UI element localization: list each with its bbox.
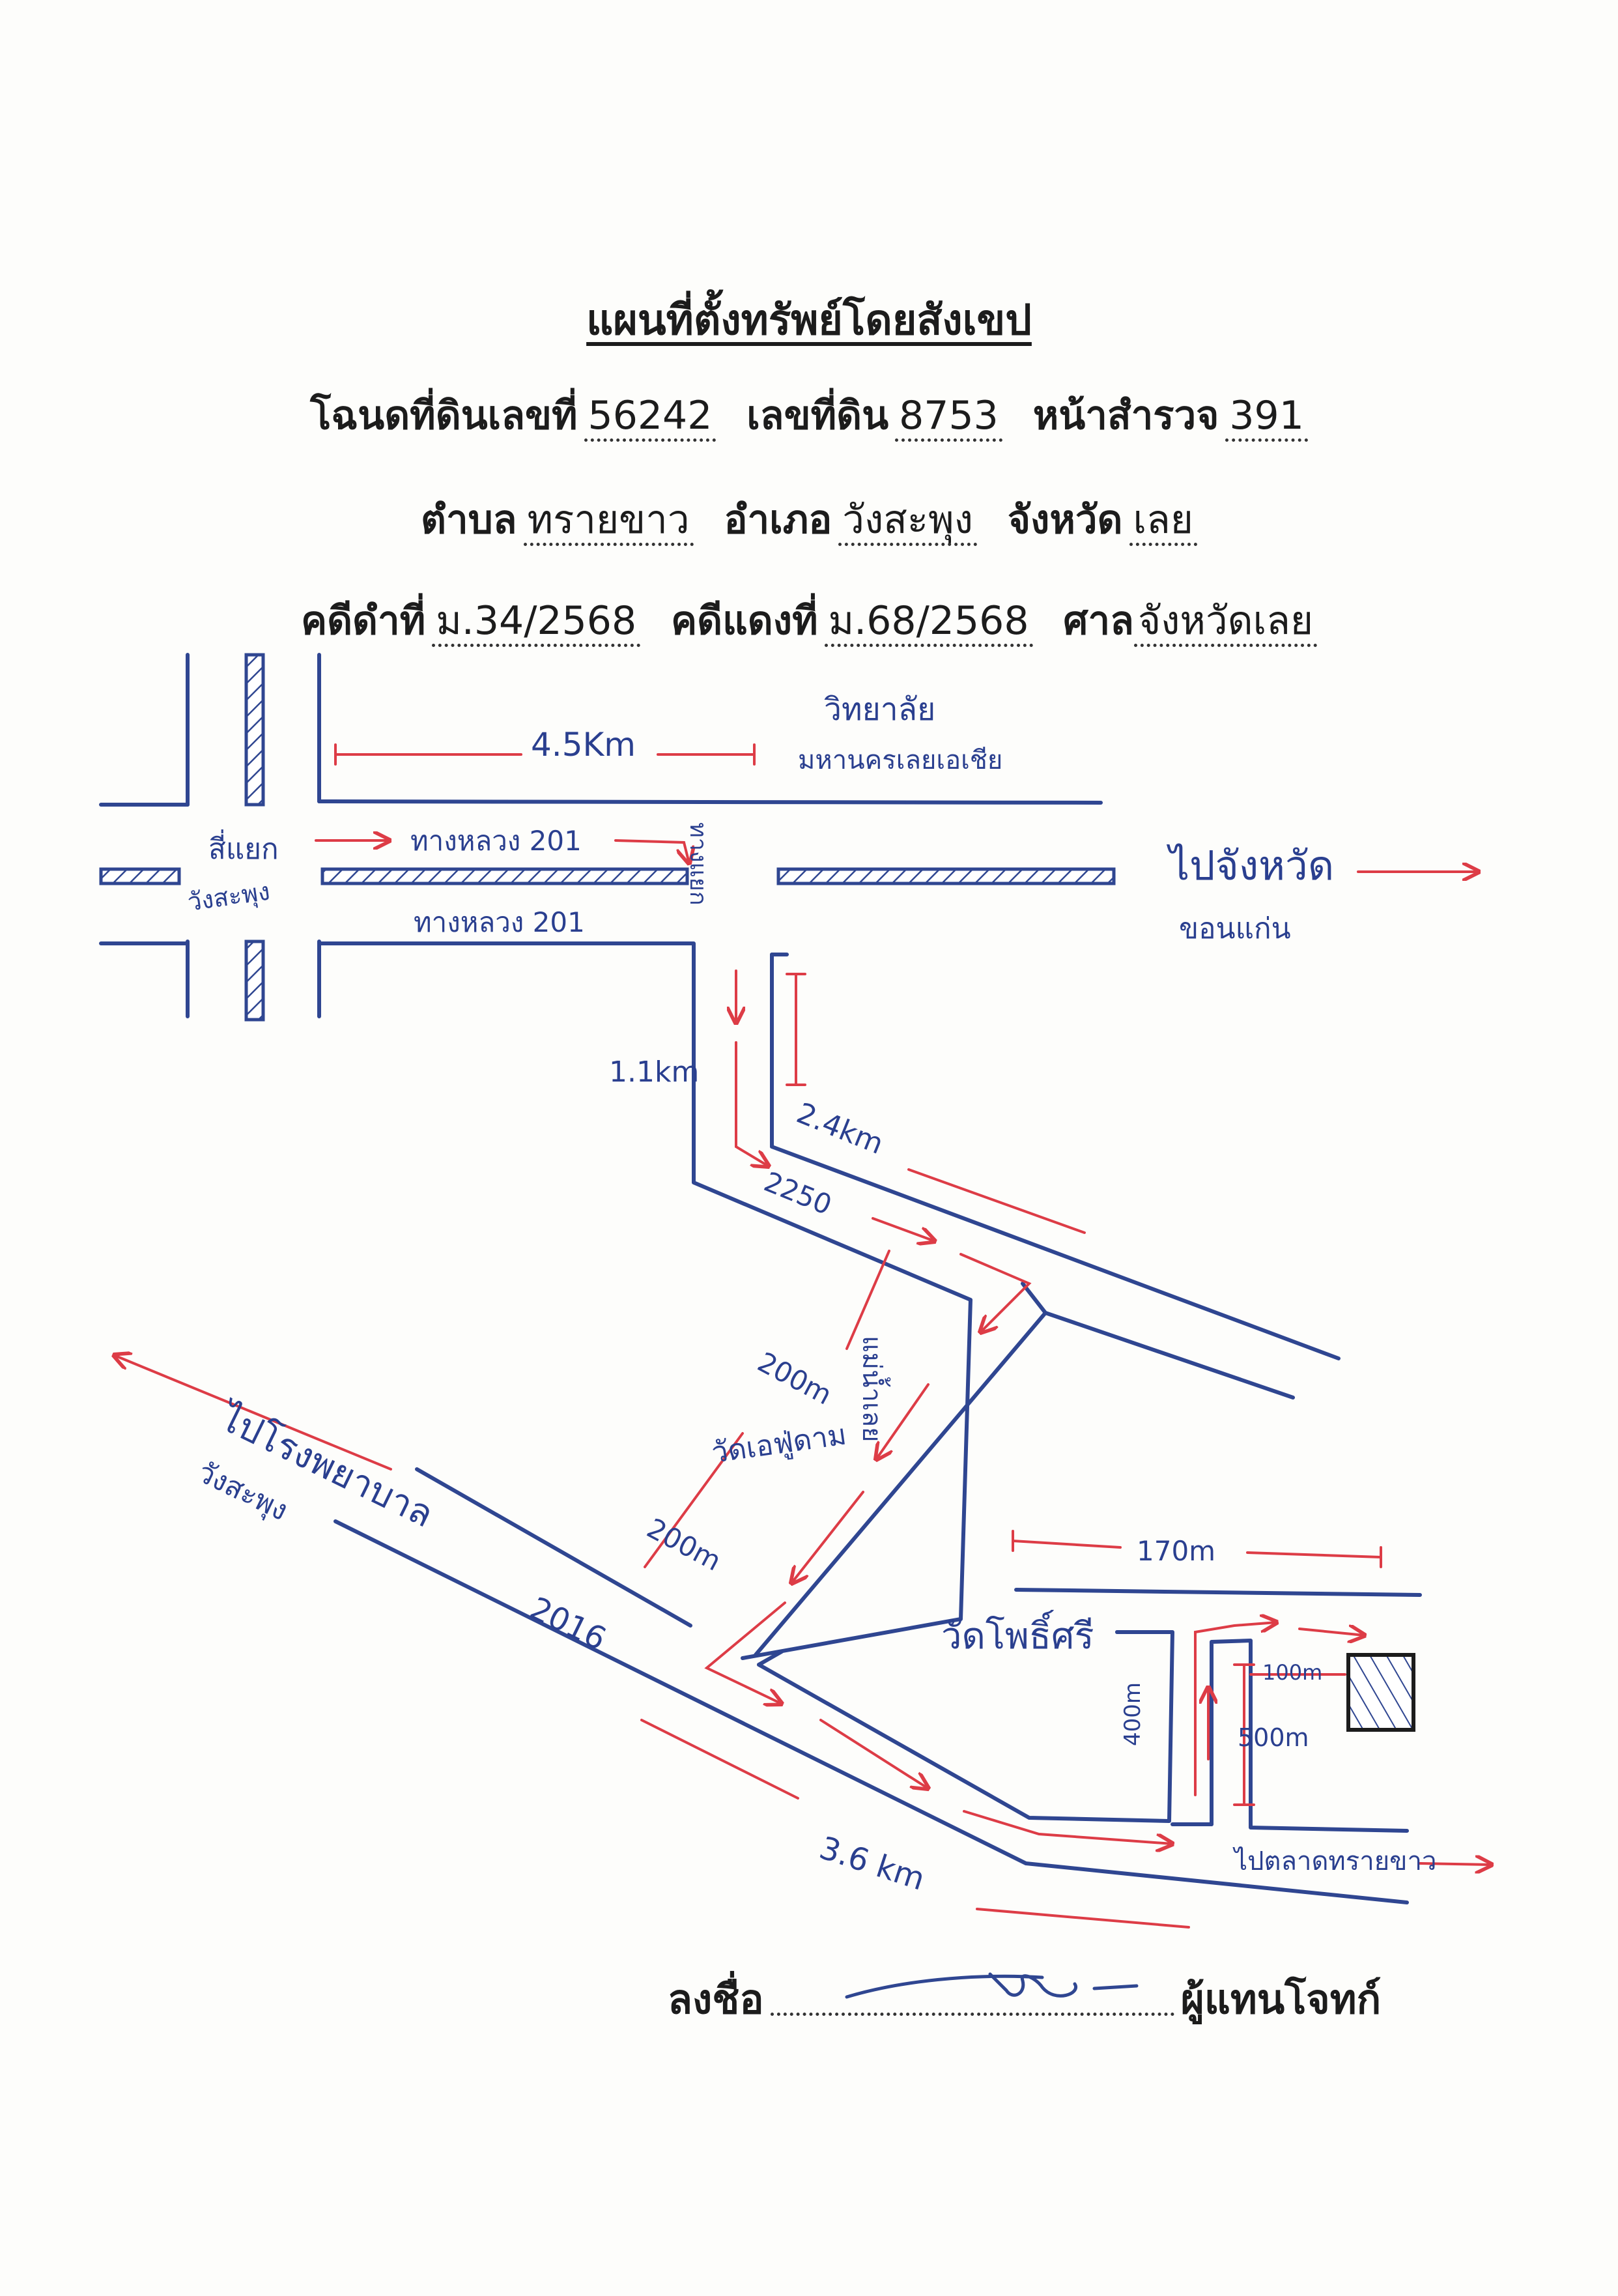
court-value: จังหวัดเลย	[1133, 598, 1318, 647]
dimension-line	[1012, 1540, 1122, 1549]
route-arrow	[876, 1383, 930, 1459]
route-arrow	[114, 1355, 392, 1471]
subdistrict-label: ตำบล	[421, 497, 517, 543]
label-university-2: มหานครเลยเอเชีย	[798, 745, 1002, 775]
black-case-number: ม.34/2568	[432, 598, 641, 647]
label-dist-2-4: 2.4km	[792, 1097, 888, 1161]
label-dist-3-6: 3.6 km	[815, 1830, 929, 1898]
district-label: อำเภอ	[724, 497, 832, 543]
signature-label: ลงชื่อ	[668, 1975, 764, 2023]
dimension-line	[640, 1719, 799, 1800]
label-highway-bottom: ทางหลวง 201	[414, 906, 585, 938]
signature-line: ลงชื่อ ผู้แทนโจทก์	[668, 1968, 1381, 2031]
road-edge	[317, 799, 1103, 805]
route-arrow	[872, 1217, 935, 1241]
median-strip	[244, 653, 265, 807]
dimension-line	[907, 1168, 1086, 1234]
label-dist-400: 400m	[1120, 1682, 1146, 1746]
road-edge	[317, 941, 972, 1660]
median-strip	[244, 940, 265, 1022]
label-intersection-2: วังสะพุง	[186, 877, 272, 917]
label-temple-2: วัดโพธิ์ศรี	[941, 1610, 1094, 1657]
route-arrow	[1419, 1863, 1492, 1865]
province-value: เลย	[1129, 497, 1197, 546]
court-label: ศาล	[1063, 598, 1134, 644]
label-to-province: ไปจังหวัด	[1166, 842, 1334, 889]
province-label: จังหวัด	[1007, 497, 1123, 543]
label-dist-1-1: 1.1km	[609, 1055, 699, 1089]
route-arrow	[959, 1253, 1032, 1332]
road-network	[99, 653, 1422, 1904]
road-edge	[757, 1650, 784, 1667]
median-strip	[99, 867, 181, 885]
label-dist-500: 500m	[1238, 1723, 1309, 1752]
median-strip	[776, 867, 1116, 885]
signature-dotted-line	[770, 2013, 1174, 2016]
map-title: แผนที่ตั้งทรัพย์โดยสังเขป	[586, 296, 1032, 345]
deed-label: โฉนดที่ดินเลขที่	[310, 393, 578, 438]
label-university: วิทยาลัย	[824, 691, 935, 728]
label-to-hospital: ไปโรงพยาบาล	[212, 1396, 440, 1536]
road-edge	[757, 1630, 1174, 1823]
route-arrow	[1298, 1629, 1365, 1635]
signature-role: ผู้แทนโจทก์	[1180, 1975, 1382, 2023]
road-edge	[754, 1311, 1047, 1657]
route-arrow	[963, 1810, 1172, 1844]
dimension-line	[976, 1908, 1190, 1929]
median-strip	[320, 867, 689, 885]
property-plot	[1346, 1653, 1415, 1732]
survey-number: 391	[1225, 393, 1308, 442]
road-edge	[334, 1519, 1409, 1904]
dimension-line	[845, 1250, 890, 1350]
road-edge	[415, 1467, 692, 1628]
label-road-2250: 2250	[759, 1166, 836, 1221]
black-case-label: คดีดำที่	[300, 598, 426, 644]
survey-label: หน้าสำรวจ	[1032, 393, 1219, 438]
label-river: แม่น้ำเลย	[857, 1336, 891, 1442]
label-road-2016: 2016	[524, 1590, 612, 1657]
label-intersection: สี่แยก	[208, 829, 279, 866]
route-arrows	[114, 743, 1492, 1929]
label-dist-100: 100m	[1262, 1660, 1322, 1685]
label-to-market: ไปตลาดทรายขาว	[1232, 1846, 1436, 1876]
road-edge	[1014, 1588, 1422, 1597]
label-side-road: ทางแยก	[685, 822, 711, 906]
route-arrow	[791, 1491, 864, 1583]
label-dist-top: 4.5Km	[531, 726, 636, 764]
route-arrow	[704, 1601, 785, 1704]
label-dist-170: 170m	[1137, 1535, 1215, 1567]
road-edge	[1043, 1311, 1295, 1399]
location-line: ตำบลทรายขาว อำเภอวังสะพุง จังหวัดเลย	[0, 489, 1618, 551]
red-case-number: ม.68/2568	[824, 598, 1033, 647]
route-arrow	[1194, 1622, 1277, 1796]
label-to-hospital-2: วังสะพุง	[192, 1456, 293, 1528]
label-dist-200a: 200m	[752, 1346, 837, 1411]
dimension-line	[644, 1432, 744, 1568]
label-highway-top: ทางหลวง 201	[410, 825, 582, 857]
signature-scribble	[845, 1972, 1139, 1999]
dimension-line	[1246, 1551, 1382, 1558]
route-arrow	[819, 1719, 928, 1788]
route-arrow	[735, 1041, 769, 1166]
label-temple-1: วัดเอฟู่ดาม	[709, 1418, 848, 1470]
land-label: เลขที่ดิน	[746, 393, 889, 438]
label-dist-200b: 200m	[642, 1512, 726, 1577]
land-number: 8753	[895, 393, 1002, 442]
case-line: คดีดำที่ม.34/2568 คดีแดงที่ม.68/2568 ศาล…	[0, 590, 1618, 652]
road-edge	[770, 953, 1341, 1360]
label-to-province-2: ขอนแก่น	[1179, 912, 1291, 945]
red-case-label: คดีแดงที่	[671, 598, 818, 644]
route-arrow	[614, 839, 689, 863]
district-value: วังสะพุง	[838, 497, 977, 546]
road-edge	[1021, 1282, 1047, 1315]
deed-number: 56242	[584, 393, 717, 442]
subdistrict-value: ทรายขาว	[523, 497, 694, 546]
